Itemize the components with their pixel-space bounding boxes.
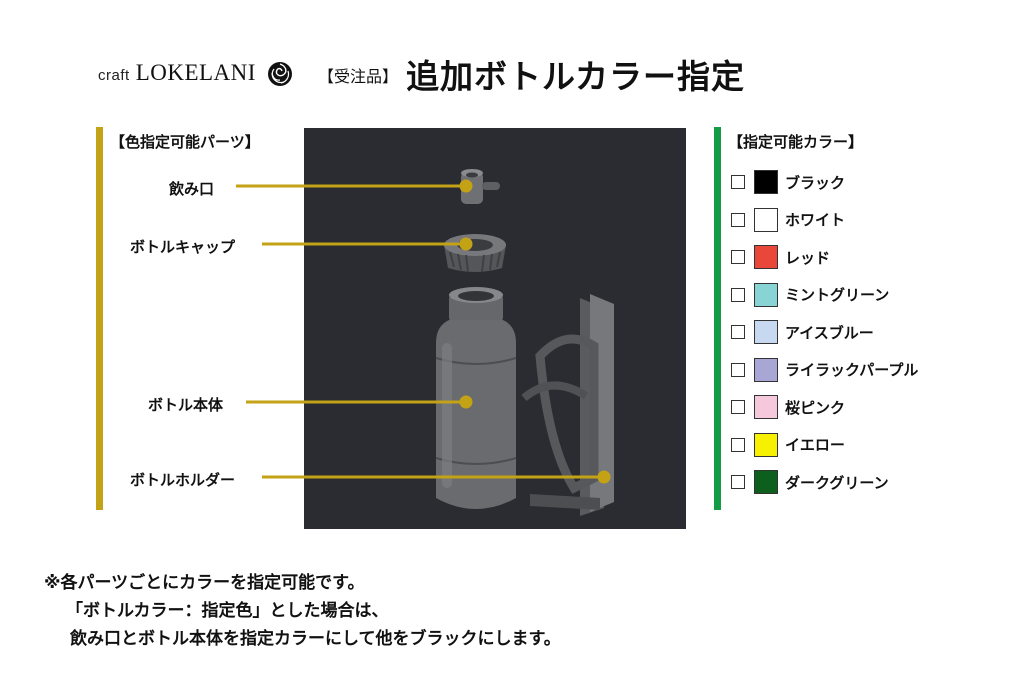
color-checkbox[interactable] [731,475,745,489]
color-checkbox[interactable] [731,400,745,414]
color-checkbox[interactable] [731,437,745,452]
color-checkbox[interactable] [731,250,745,264]
cap-part [444,234,506,273]
note-line-2: 「ボトルカラー：指定色」とした場合は、 [66,601,389,621]
color-checkbox[interactable] [731,175,745,189]
color-label: ダークグリーン [785,473,889,492]
color-swatch [754,245,778,269]
part-label-body: ボトル本体 [148,396,224,414]
color-option[interactable]: 桜ピンク [731,395,845,419]
color-option[interactable]: ダークグリーン [731,470,889,494]
color-swatch [754,320,778,344]
part-label-holder: ボトルホルダー [130,471,236,489]
rose-icon [268,62,292,86]
color-option[interactable]: ホワイト [731,207,846,232]
color-label: レッド [785,248,831,267]
colors-accent-bar [714,127,721,510]
color-option[interactable]: ブラック [731,170,845,194]
color-swatch [754,470,778,494]
part-label-mouthpiece: 飲み口 [169,180,215,198]
color-swatch [754,395,778,419]
part-label-cap: ボトルキャップ [130,238,236,256]
color-option[interactable]: ミントグリーン [731,282,890,307]
note-line-1: ※各パーツごとにカラーを指定可能です。 [44,573,365,593]
color-option[interactable]: ライラックパープル [731,357,919,382]
brand-prefix: craft [98,67,130,84]
color-checkbox[interactable] [731,287,745,302]
color-swatch [754,357,778,382]
color-label: アイスブルー [785,323,874,342]
parts-heading: 【色指定可能パーツ】 [110,133,260,151]
note-line-3: 飲み口とボトル本体を指定カラーにして他をブラックにします。 [70,629,561,649]
color-checkbox[interactable] [731,212,745,227]
color-swatch [754,432,778,457]
bottle-body-part [435,287,517,509]
color-option[interactable]: イエロー [731,432,845,457]
color-label: ライラックパープル [785,361,919,379]
color-checkbox[interactable] [731,325,745,339]
parts-accent-bar [96,127,103,510]
color-checkbox[interactable] [731,362,745,377]
color-label: 桜ピンク [785,398,846,417]
colors-heading: 【指定可能カラー】 [728,133,864,151]
color-option[interactable]: アイスブルー [731,320,874,344]
color-label: ミントグリーン [785,286,890,304]
color-swatch [754,282,778,307]
color-swatch [754,207,778,232]
title-tag: 【受注品】 [318,67,399,86]
brand-logo: craft LOKELANI [98,60,256,86]
holder-part [521,294,614,516]
product-image [304,128,686,529]
color-label: イエロー [785,436,845,454]
page-title: 追加ボトルカラー指定 [406,57,746,96]
color-option[interactable]: レッド [731,245,830,269]
brand-name: LOKELANI [135,60,256,85]
color-swatch [754,170,778,194]
color-label: ブラック [785,173,846,192]
color-label: ホワイト [785,211,846,229]
